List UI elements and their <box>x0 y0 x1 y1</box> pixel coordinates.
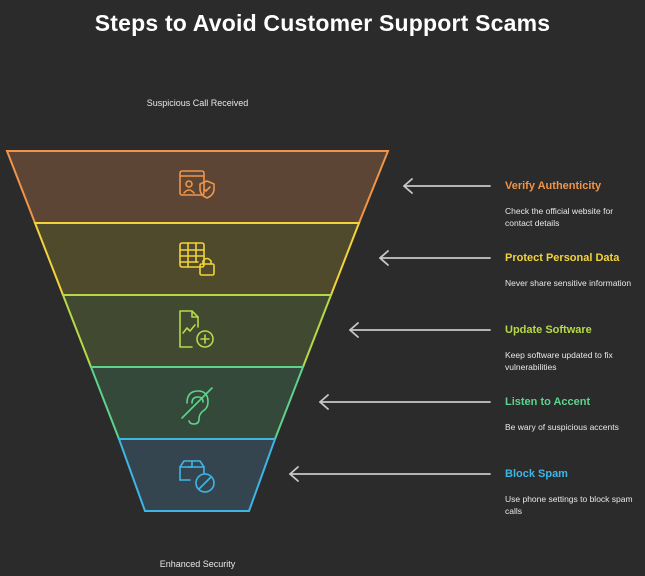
step-title-protect-personal-data: Protect Personal Data <box>505 252 620 264</box>
step-desc-listen-to-accent: Be wary of suspicious accents <box>505 422 619 432</box>
document-chart-plus-icon <box>179 310 214 348</box>
funnel-bottom-label: Enhanced Security <box>159 559 236 569</box>
arrow-icon <box>403 178 491 194</box>
arrow-icon <box>289 466 491 482</box>
step-desc-update-software: Keep software updated to fix vulnerabili… <box>505 350 613 372</box>
funnel-layer-2 <box>33 222 361 296</box>
ear-slash-icon <box>181 387 213 425</box>
arrow-icon <box>319 394 491 410</box>
arrow-icon <box>379 250 491 266</box>
step-desc-protect-personal-data: Never share sensitive information <box>505 278 632 288</box>
funnel-top-label: Suspicious Call Received <box>146 98 249 108</box>
package-block-icon <box>179 460 215 493</box>
funnel-layer-1 <box>5 150 390 224</box>
id-card-shield-icon <box>179 170 215 199</box>
step-title-listen-to-accent: Listen to Accent <box>505 396 591 408</box>
table-lock-icon <box>179 242 215 276</box>
step-title-block-spam: Block Spam <box>505 468 568 480</box>
step-title-update-software: Update Software <box>505 324 592 336</box>
step-title-verify-authenticity: Verify Authenticity <box>505 180 602 192</box>
step-desc-verify-authenticity: Check the official website for contact d… <box>505 206 614 228</box>
funnel-layer-5 <box>117 438 277 512</box>
step-desc-block-spam: Use phone settings to block spam calls <box>505 494 633 516</box>
arrow-icon <box>349 322 491 338</box>
page-title: Steps to Avoid Customer Support Scams <box>94 10 551 36</box>
funnel-layer-3 <box>61 294 333 368</box>
